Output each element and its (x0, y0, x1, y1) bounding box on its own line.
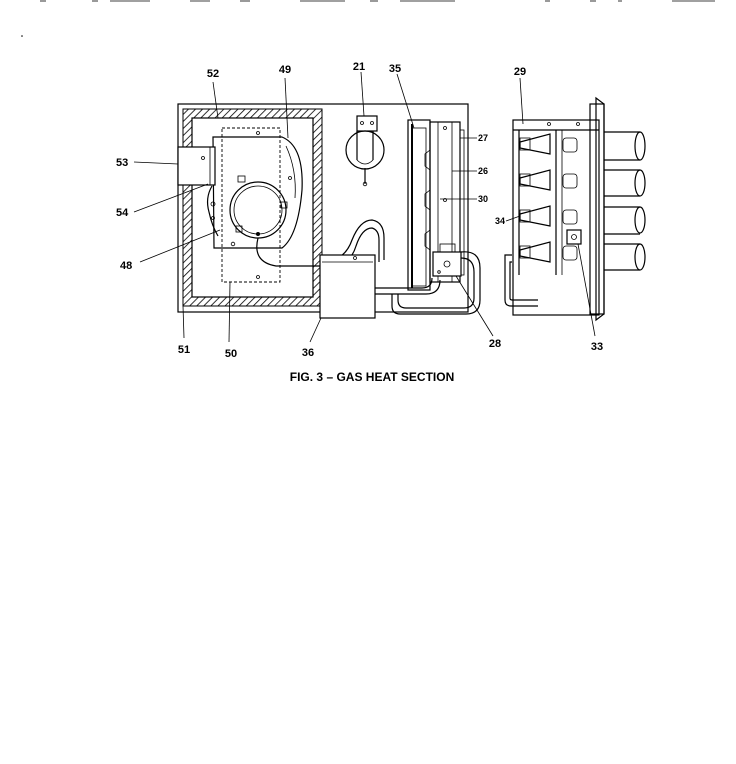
burner-assembly (504, 96, 646, 322)
inducer-wheel (229, 181, 287, 239)
callout-21: 21 (353, 61, 365, 73)
heat-exchanger (375, 119, 481, 315)
scan-artifacts (21, 0, 715, 37)
callout-49: 49 (279, 64, 291, 76)
insulation (182, 108, 323, 307)
inducer-housing (212, 136, 303, 249)
figure-caption: FIG. 3 – GAS HEAT SECTION (290, 370, 454, 384)
pressure-switch (345, 115, 385, 187)
callout-29: 29 (514, 66, 526, 78)
callout-30: 30 (478, 194, 488, 204)
callout-51: 51 (178, 344, 190, 356)
callout-labels: 52 49 21 35 29 27 26 30 34 53 54 48 51 5… (116, 61, 603, 360)
callout-36: 36 (302, 347, 314, 359)
leader-lines (133, 71, 596, 343)
combustion-section (177, 103, 469, 319)
control-box (319, 254, 376, 319)
callout-26: 26 (478, 166, 488, 176)
callout-35: 35 (389, 63, 401, 75)
callout-33: 33 (591, 341, 603, 353)
callout-48: 48 (120, 260, 132, 272)
callout-34: 34 (495, 216, 505, 226)
callout-50: 50 (225, 348, 237, 360)
callout-53: 53 (116, 157, 128, 169)
callout-52: 52 (207, 68, 219, 80)
callout-28: 28 (489, 338, 501, 350)
callout-27: 27 (478, 133, 488, 143)
callout-54: 54 (116, 207, 129, 219)
flue-collar (177, 146, 216, 186)
